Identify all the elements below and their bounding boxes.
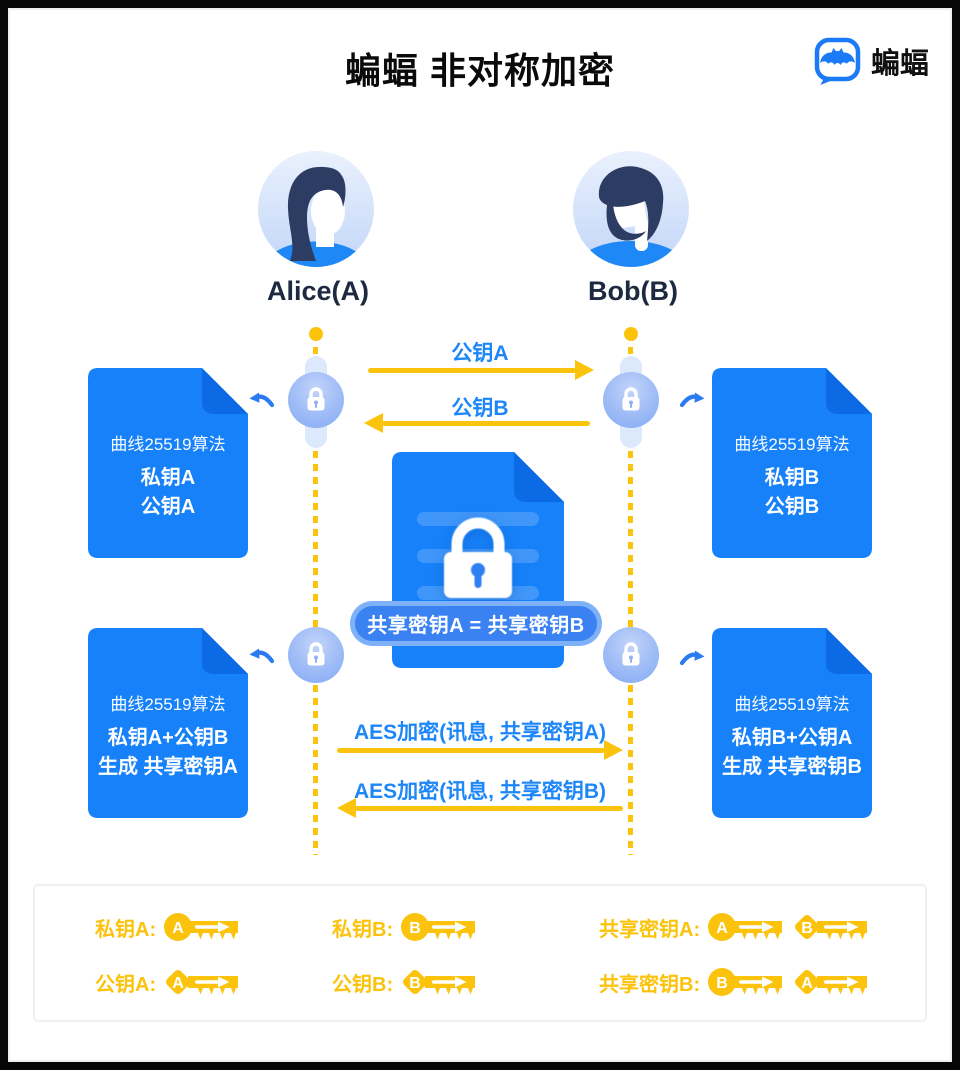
svg-text:A: A: [801, 975, 813, 992]
legend-label: 共享密钥A:: [599, 918, 701, 941]
legend-item-shared-key-b: 共享密钥B: B A: [599, 966, 869, 998]
svg-text:A: A: [172, 975, 184, 992]
alice-keygen-lock-badge: [288, 356, 344, 448]
doc-algorithm: 曲线25519算法: [110, 695, 226, 714]
alice-derive-lock-badge: [288, 627, 344, 683]
round-key-icon-B: B: [708, 968, 783, 996]
page-title: 蝙蝠 非对称加密: [344, 50, 615, 91]
aes-message-a-arrow: [337, 748, 605, 753]
curve-arrow-left-icon: [249, 648, 274, 664]
doc-line: 公钥B: [764, 496, 820, 518]
public-key-a-arrow: [368, 368, 576, 373]
doc-algorithm: 曲线25519算法: [110, 435, 226, 454]
legend-label: 私钥A:: [95, 918, 157, 941]
lock-icon: [288, 372, 344, 428]
bob-timeline-dot: [624, 327, 638, 341]
alice-keypair-document: 曲线25519算法 私钥A 公钥A: [88, 368, 248, 558]
legend-label: 私钥B:: [332, 918, 394, 941]
lock-icon: [603, 372, 659, 428]
round-key-icon-B: B: [401, 913, 476, 941]
key-icons: A: [164, 911, 240, 943]
doc-algorithm: 曲线25519算法: [734, 435, 850, 454]
bob-keygen-lock-badge: [603, 356, 659, 448]
arrow-head-left: [337, 798, 356, 818]
diamond-key-icon-A: A: [795, 970, 868, 995]
doc-algorithm: 曲线25519算法: [734, 695, 850, 714]
doc-line: 公钥A: [140, 496, 196, 518]
aes-message-b-arrow: [355, 806, 623, 811]
brand-logo: 蝙蝠: [812, 36, 929, 86]
legend-item-shared-key-a: 共享密钥A: A B: [599, 911, 869, 943]
big-lock-icon: [444, 517, 512, 598]
key-icons: A B: [708, 911, 869, 943]
key-icons: B: [401, 966, 477, 998]
svg-text:A: A: [172, 920, 184, 937]
key-icons: A: [164, 966, 240, 998]
legend-label: 公钥A:: [95, 973, 157, 996]
public-key-a-label: 公钥A: [451, 342, 509, 365]
bob-keypair-document: 曲线25519算法 私钥B 公钥B: [712, 368, 872, 558]
svg-text:B: B: [716, 975, 728, 992]
alice-sharedkey-document: 曲线25519算法 私钥A+公钥B 生成 共享密钥A: [88, 628, 248, 818]
legend-label: 共享密钥B:: [599, 973, 701, 996]
bob-avatar: [573, 151, 689, 267]
arrow-head-left: [364, 413, 383, 433]
bob-label: Bob(B): [588, 276, 678, 306]
brand-logo-text: 蝙蝠: [871, 48, 930, 80]
lock-icon: [288, 627, 344, 683]
curve-arrow-right-icon: [680, 392, 705, 408]
alice-avatar: [258, 151, 374, 267]
lock-icon: [603, 627, 659, 683]
legend-label: 公钥B:: [332, 973, 394, 996]
diamond-key-icon-B: B: [795, 915, 868, 940]
legend-item-private-key-b: 私钥B: B: [332, 911, 477, 943]
arrow-head-right: [604, 740, 623, 760]
key-icons: B A: [708, 966, 869, 998]
alice-timeline-dot: [309, 327, 323, 341]
svg-text:B: B: [409, 975, 421, 992]
curve-arrow-right-icon: [680, 650, 705, 666]
round-key-icon-A: A: [164, 913, 239, 941]
bob-derive-lock-badge: [603, 627, 659, 683]
svg-text:B: B: [801, 920, 813, 937]
key-icons: B: [401, 911, 477, 943]
diamond-key-icon-B: B: [403, 970, 476, 995]
doc-line: 生成 共享密钥B: [722, 756, 862, 778]
bob-sharedkey-document: 曲线25519算法 私钥B+公钥A 生成 共享密钥B: [712, 628, 872, 818]
legend-item-private-key-a: 私钥A: A: [95, 911, 240, 943]
doc-line: 生成 共享密钥A: [98, 756, 238, 778]
public-key-b-arrow: [382, 421, 590, 426]
alice-label: Alice(A): [266, 276, 369, 306]
bob-timeline: [628, 347, 633, 855]
diamond-key-icon-A: A: [166, 970, 239, 995]
doc-line: 私钥A+公钥B: [107, 727, 229, 749]
aes-message-a-label: AES加密(讯息, 共享密钥A): [354, 721, 606, 744]
key-legend-box: 私钥A: A 私钥B: B 共享密钥A: A B: [33, 884, 927, 1022]
aes-message-b-label: AES加密(讯息, 共享密钥B): [354, 780, 606, 803]
alice-timeline: [313, 347, 318, 855]
bat-bubble-icon: [814, 37, 861, 85]
arrow-head-right: [575, 360, 594, 380]
curve-arrow-left-icon: [249, 392, 274, 408]
svg-text:A: A: [716, 920, 728, 937]
legend-item-public-key-a: 公钥A: A: [95, 966, 240, 998]
shared-key-banner-text: 共享密钥A = 共享密钥B: [355, 606, 597, 641]
svg-text:B: B: [409, 920, 421, 937]
shared-key-banner: 共享密钥A = 共享密钥B: [350, 601, 602, 646]
round-key-icon-A: A: [708, 913, 783, 941]
doc-line: 私钥B: [764, 467, 820, 489]
doc-line: 私钥A: [140, 467, 196, 489]
doc-line: 私钥B+公钥A: [731, 727, 853, 749]
legend-item-public-key-b: 公钥B: B: [332, 966, 477, 998]
public-key-b-label: 公钥B: [451, 397, 509, 420]
